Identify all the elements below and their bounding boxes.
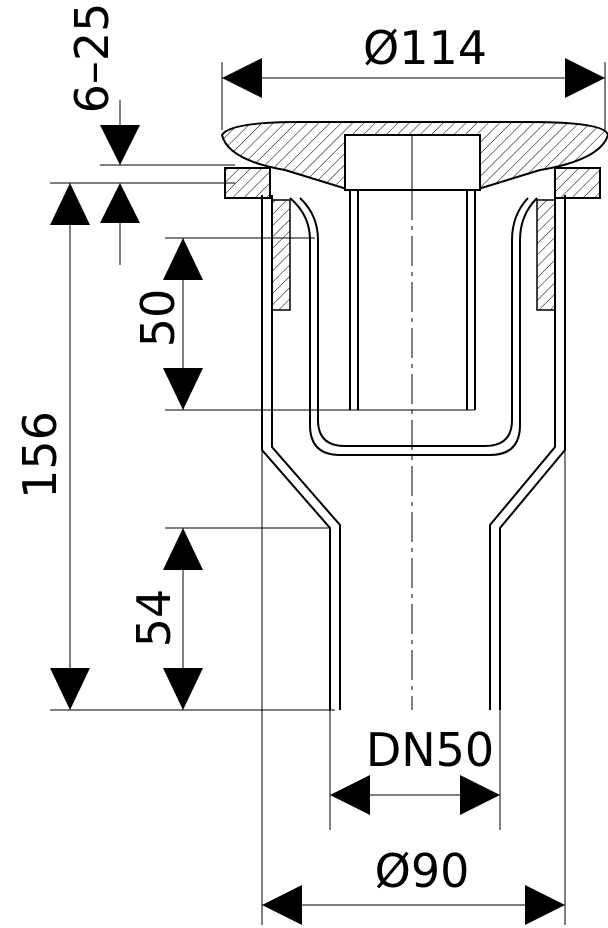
dimension-body-diameter: Ø90 (261, 450, 566, 925)
label-grate-adjust: 6–25 (65, 3, 119, 114)
label-inner-depth: 50 (131, 289, 185, 348)
label-outlet-size: DN50 (366, 723, 494, 777)
dimension-top-diameter: Ø114 (221, 21, 606, 130)
label-total-height: 156 (13, 411, 67, 499)
drain-body (220, 121, 608, 710)
dimension-total-height: 156 (13, 183, 335, 711)
dimension-inner-depth: 50 (131, 237, 475, 411)
label-top-diameter: Ø114 (363, 21, 487, 75)
label-body-diameter: Ø90 (375, 844, 470, 898)
dimension-grate-adjust: 6–25 (50, 3, 235, 265)
label-outlet-length: 54 (127, 589, 181, 648)
dimension-outlet-size: DN50 (329, 710, 501, 830)
dimension-outlet-length: 54 (127, 527, 330, 710)
